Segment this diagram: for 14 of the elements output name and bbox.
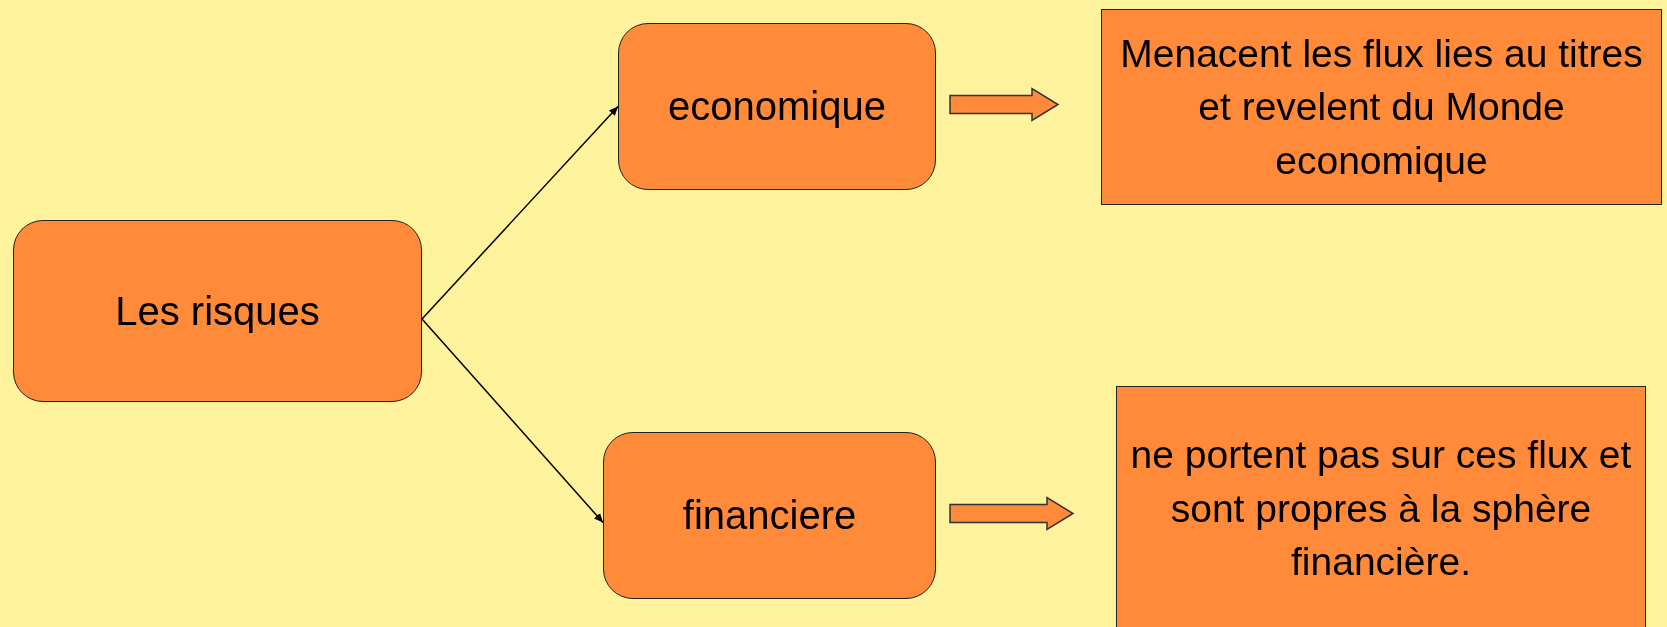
box-text: Les risques bbox=[115, 288, 320, 334]
box-text: economique bbox=[668, 84, 886, 129]
description-box bbox=[1101, 9, 1662, 205]
arrow bbox=[421, 105, 619, 320]
block-arrow bbox=[949, 87, 1060, 122]
box-text: ne portent pas sur ces flux et sont propres à la sphère financière. bbox=[1129, 432, 1633, 586]
process-box bbox=[13, 220, 422, 402]
box-text: Menacent les flux lies au titres et revelent du Monde economique bbox=[1119, 30, 1644, 184]
box-text: financiere bbox=[682, 493, 857, 538]
block-arrow bbox=[949, 496, 1075, 531]
process-box bbox=[618, 23, 936, 190]
arrow bbox=[421, 318, 604, 524]
process-box bbox=[603, 432, 936, 599]
description-box bbox=[1116, 386, 1646, 627]
